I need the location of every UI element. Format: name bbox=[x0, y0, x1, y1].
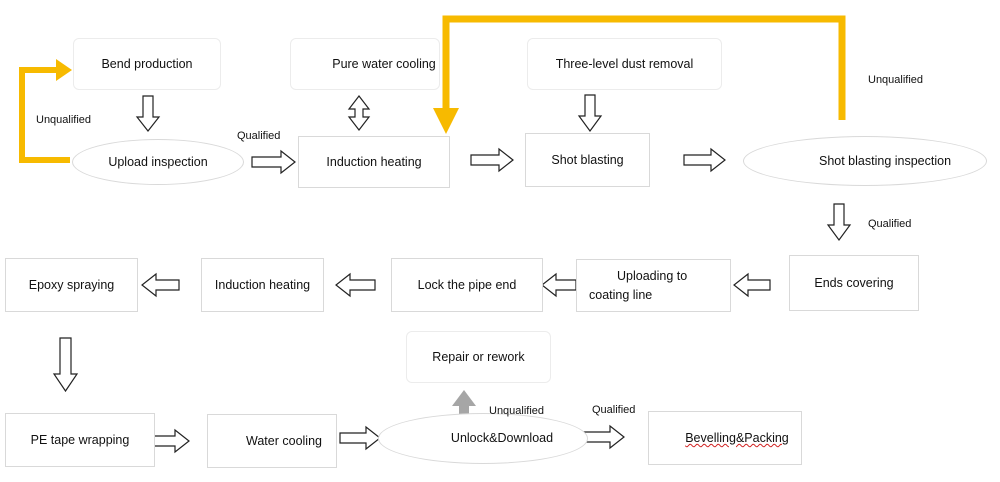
node-ends-covering-label: Ends covering bbox=[814, 275, 894, 290]
arrow-lock-to-heating bbox=[335, 272, 376, 298]
node-repair-or-rework: Repair or rework bbox=[406, 331, 551, 383]
arrow-heating-to-epoxy bbox=[141, 272, 180, 298]
node-lock-the-pipe-end: Lock the pipe end bbox=[391, 258, 543, 312]
arrow-epoxy-to-pe bbox=[52, 337, 79, 393]
arrow-blasting-to-inspection bbox=[683, 147, 726, 173]
node-repair-or-rework-label: Repair or rework bbox=[432, 349, 525, 364]
node-bend-production-label: Bend production bbox=[101, 56, 193, 71]
label-qualified-upload: Qualified bbox=[237, 130, 281, 142]
node-upload-inspection: Upload inspection bbox=[72, 139, 244, 185]
node-uploading-to-coating-line: Uploading to coating line bbox=[576, 259, 731, 312]
node-upload-inspection-label: Upload inspection bbox=[108, 154, 208, 169]
node-pe-tape-wrapping-label: PE tape wrapping bbox=[30, 432, 130, 447]
node-lock-the-pipe-end-label: Lock the pipe end bbox=[417, 277, 517, 292]
node-bend-production: Bend production bbox=[73, 38, 221, 90]
unqualified-loop-left-head bbox=[56, 59, 72, 81]
arrow-dust-to-blasting bbox=[577, 94, 603, 133]
node-water-cooling: Water cooling bbox=[207, 414, 337, 468]
node-shot-blasting-label: Shot blasting bbox=[551, 152, 624, 167]
node-three-level-dust-removal: Three-level dust removal bbox=[527, 38, 722, 90]
node-unlock-download-label: Unlock&Download bbox=[450, 431, 554, 446]
label-unqualified-bottom: Unqualified bbox=[489, 405, 545, 417]
arrow-ends-to-uploading bbox=[733, 272, 771, 298]
label-qualified-bottom: Qualified bbox=[592, 404, 636, 416]
node-bevelling-packing-label: Bevelling&Packing bbox=[685, 430, 789, 445]
node-pe-tape-wrapping: PE tape wrapping bbox=[5, 413, 155, 467]
node-epoxy-spraying-label: Epoxy spraying bbox=[28, 277, 115, 292]
arrow-bend-to-upload bbox=[135, 95, 161, 132]
unqualified-loop-top bbox=[442, 15, 846, 120]
node-uploading-line2-label: coating line bbox=[589, 287, 653, 302]
arrow-unlock-to-repair bbox=[452, 390, 476, 428]
arrow-heating-to-blasting bbox=[470, 147, 514, 173]
arrow-water-to-unlock bbox=[339, 425, 381, 451]
node-pure-water-cooling: Pure water cooling bbox=[290, 38, 440, 90]
arrow-inspection-to-ends bbox=[826, 203, 852, 242]
node-induction-heating-2: Induction heating bbox=[201, 258, 324, 312]
node-shot-blasting-inspection-label: Shot blasting inspection bbox=[819, 153, 952, 168]
unqualified-loop-left bbox=[19, 67, 70, 163]
arrow-unlock-to-bevelling bbox=[582, 424, 625, 450]
node-pure-water-cooling-label: Pure water cooling bbox=[332, 56, 436, 71]
node-induction-heating-1-label: Induction heating bbox=[326, 154, 422, 169]
arrow-pe-to-water bbox=[149, 428, 190, 454]
node-shot-blasting-inspection: Shot blasting inspection bbox=[743, 136, 987, 186]
node-water-cooling-label: Water cooling bbox=[246, 433, 322, 448]
arrow-upload-to-heating bbox=[251, 149, 296, 175]
node-epoxy-spraying: Epoxy spraying bbox=[5, 258, 138, 312]
node-ends-covering: Ends covering bbox=[789, 255, 919, 311]
node-induction-heating-2-label: Induction heating bbox=[214, 277, 311, 292]
node-shot-blasting: Shot blasting bbox=[525, 133, 650, 187]
node-three-level-dust-removal-label: Three-level dust removal bbox=[555, 56, 694, 71]
node-bevelling-packing: Bevelling&Packing bbox=[648, 411, 802, 465]
arrow-uploading-to-lock bbox=[541, 272, 577, 298]
unqualified-loop-top-head bbox=[433, 108, 459, 134]
node-induction-heating-1: Induction heating bbox=[298, 136, 450, 188]
node-unlock-download: Unlock&Download bbox=[378, 413, 588, 464]
node-uploading-line1-label: Uploading to bbox=[617, 269, 688, 284]
arrow-cooling-heating-double bbox=[347, 95, 371, 131]
label-unqualified-top-right: Unqualified bbox=[868, 74, 924, 86]
label-unqualified-left: Unqualified bbox=[36, 114, 92, 126]
label-qualified-right: Qualified bbox=[868, 218, 912, 230]
